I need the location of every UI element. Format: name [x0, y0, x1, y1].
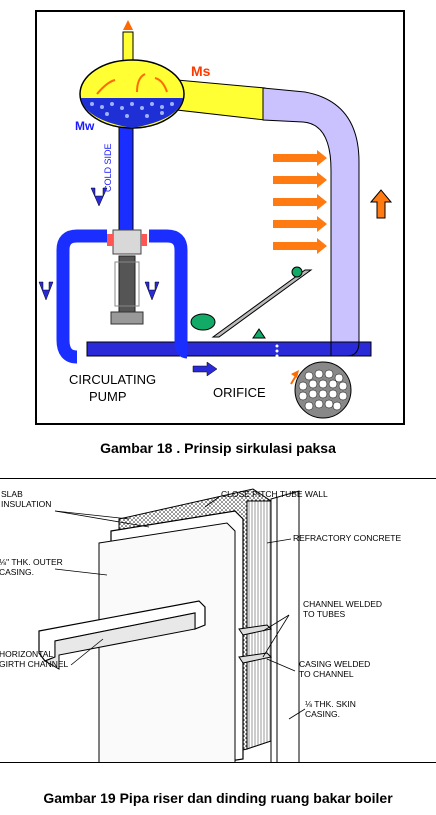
fulcrum — [252, 328, 266, 339]
label-refractory: REFRACTORY CONCRETE — [293, 533, 401, 543]
riser-up-arrow — [369, 189, 393, 219]
outer-casing-face — [98, 522, 236, 762]
label-outer-casing-1: ⅛" THK. OUTER — [0, 557, 63, 567]
orifice-dots — [275, 344, 279, 358]
label-circulating: CIRCULATING — [69, 372, 156, 387]
label-ms: Ms — [191, 63, 211, 79]
channel-welded-tubes — [238, 624, 273, 636]
label-horizontal-1: HORIZONTAL — [0, 649, 53, 659]
skin-casing — [270, 490, 300, 762]
label-skin-2: CASING. — [305, 709, 340, 719]
pump-loop-left — [56, 229, 107, 364]
riser-tube — [262, 87, 360, 343]
label-casing-welded-2: TO CHANNEL — [299, 669, 354, 679]
label-insulation: INSULATION — [1, 499, 51, 509]
circulating-pump-drawing — [107, 229, 147, 325]
label-close-pitch: CLOSE PITCH TUBE WALL — [221, 489, 328, 499]
forced-circulation-diagram: Ms Mw COLD SIDE CIRCULATING PUMP ORIFICE — [35, 10, 405, 425]
label-pump: PUMP — [89, 389, 127, 404]
label-mw: Mw — [75, 119, 95, 133]
label-slab: SLAB — [1, 489, 23, 499]
drum-bubbles — [90, 102, 174, 118]
caption-figure-18: Gambar 18 . Prinsip sirkulasi paksa — [100, 440, 336, 456]
bottom-header — [86, 341, 372, 357]
downflow-arrows — [38, 187, 218, 377]
riser-wall-svg: SLAB INSULATION CLOSE PITCH TUBE WALL RE… — [0, 488, 401, 762]
heat-arrows — [273, 150, 327, 254]
drum-steam-arrows — [96, 73, 168, 95]
weight-small — [291, 266, 303, 278]
weight-large — [190, 313, 216, 331]
label-horizontal-2: GIRTH CHANNEL — [0, 659, 69, 669]
balance-beam — [211, 269, 313, 338]
downcomer-tube — [118, 111, 134, 233]
label-cold-side: COLD SIDE — [103, 143, 113, 192]
steam-outlet-arrow — [123, 20, 133, 30]
pump-loop-right — [149, 229, 189, 359]
drum-water — [81, 98, 183, 128]
steam-outlet-pipe — [122, 31, 134, 63]
label-channel-welded-1: CHANNEL WELDED — [303, 599, 382, 609]
steam-pipe — [176, 79, 266, 121]
forced-circulation-svg: Ms Mw COLD SIDE CIRCULATING PUMP ORIFICE — [38, 20, 393, 419]
label-outer-casing-2: CASING. — [0, 567, 34, 577]
label-channel-welded-2: TO TUBES — [303, 609, 346, 619]
riser-wall-diagram: SLAB INSULATION CLOSE PITCH TUBE WALL RE… — [0, 478, 436, 763]
caption-figure-19: Gambar 19 Pipa riser dan dinding ruang b… — [43, 790, 393, 806]
label-casing-welded-1: CASING WELDED — [299, 659, 370, 669]
label-skin-1: ⅛ THK. SKIN — [305, 699, 356, 709]
leader-lines — [54, 496, 306, 720]
label-orifice: ORIFICE — [213, 385, 266, 400]
